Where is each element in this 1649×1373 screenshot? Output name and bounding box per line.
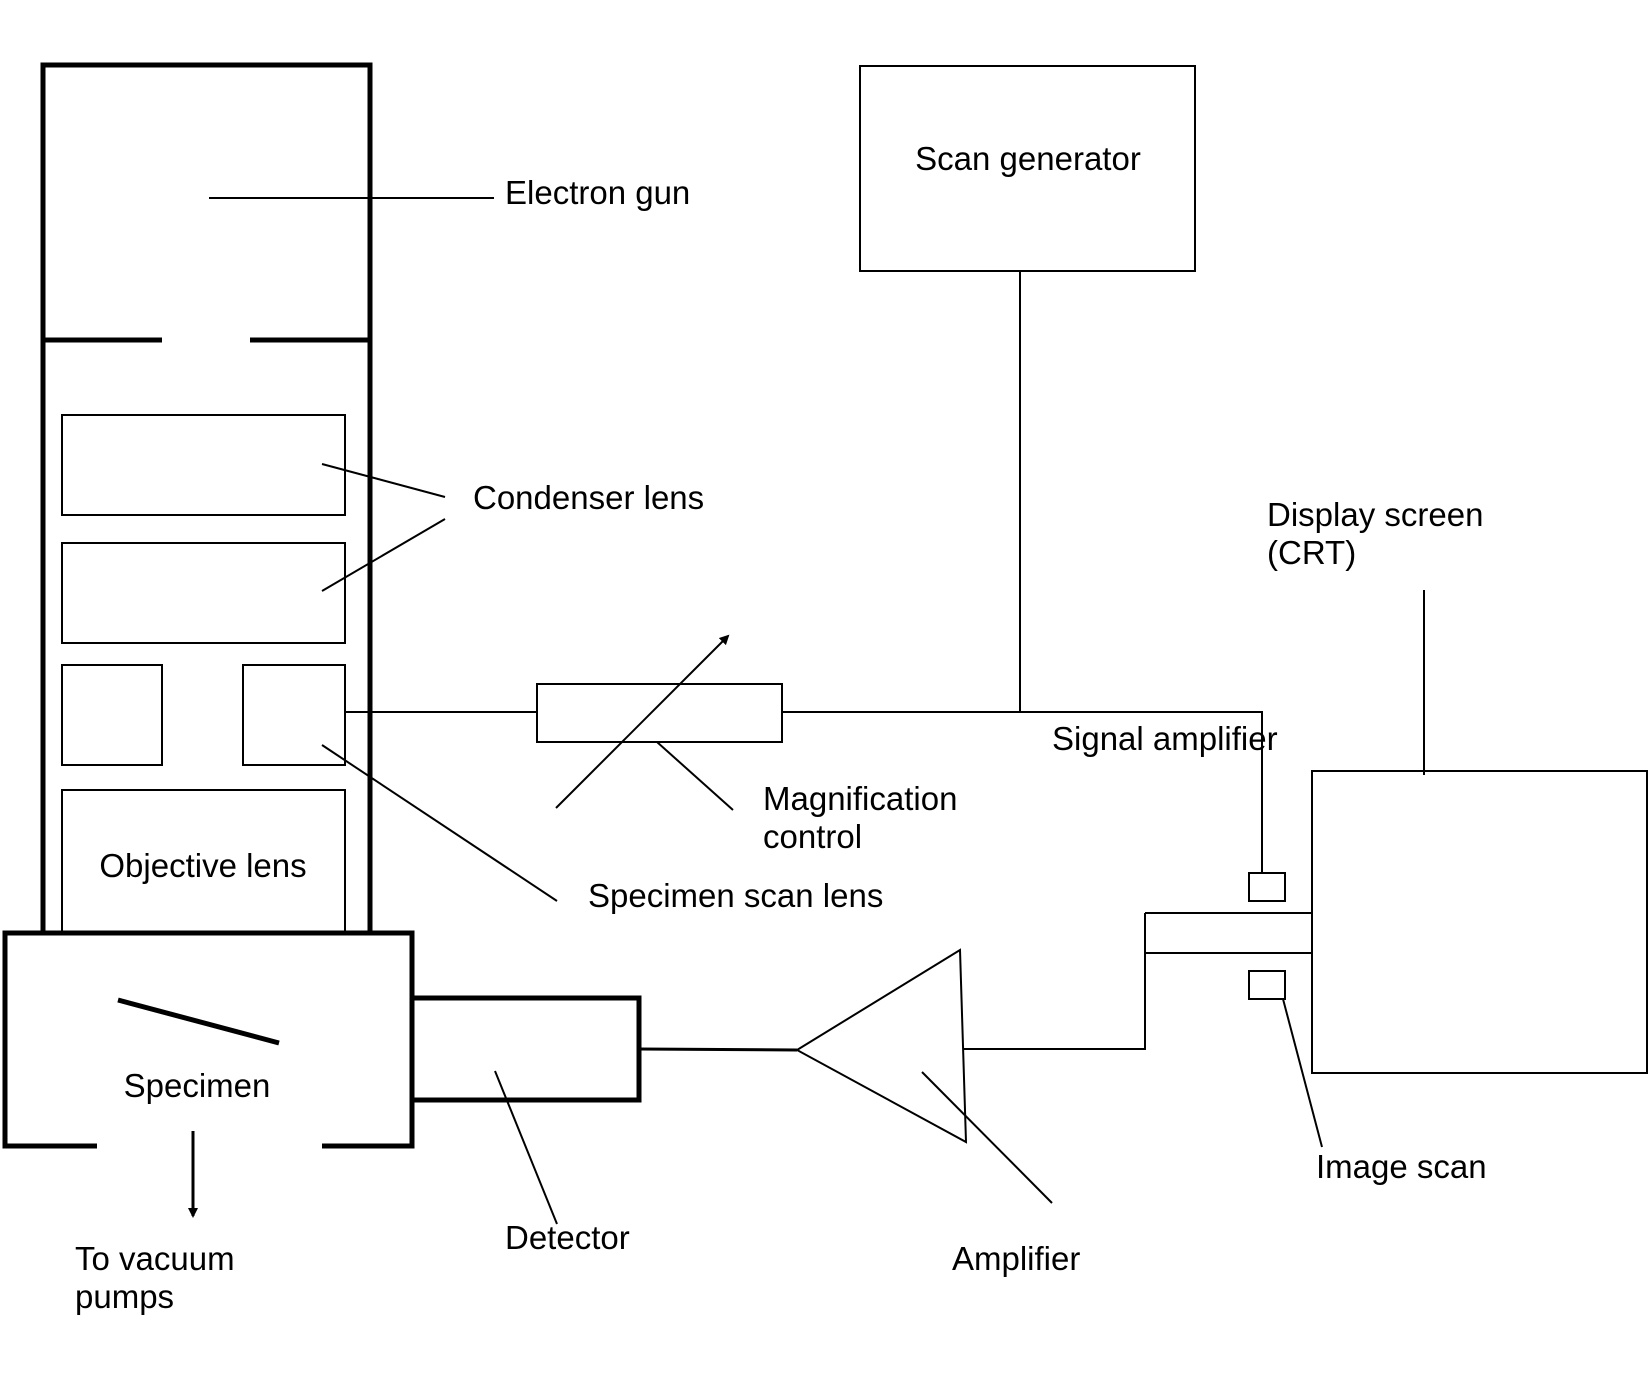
leader-condenser-lower — [321, 518, 446, 592]
magnification-control-resistor — [536, 683, 783, 743]
amplifier-triangle — [795, 948, 968, 1144]
specimen-chamber — [2, 930, 415, 1218]
scan-coil-left — [61, 664, 163, 766]
leader-lines — [209, 197, 1323, 1225]
label-specimen-scan-lens: Specimen scan lens — [588, 877, 883, 914]
objective-lens-box — [61, 789, 346, 932]
label-electron-gun: Electron gun — [505, 174, 690, 211]
magnification-variable-arrow — [555, 634, 730, 809]
condenser-lens-lower — [61, 542, 346, 644]
label-amplifier: Amplifier — [952, 1240, 1080, 1277]
label-magnification-control: Magnification — [763, 780, 957, 817]
label-vacuum-pumps-2: pumps — [75, 1278, 174, 1315]
label-specimen: Specimen — [124, 1067, 271, 1104]
label-scan-generator: Scan generator — [915, 140, 1141, 177]
display-screen-box — [1311, 770, 1648, 1074]
leader-detector — [494, 1070, 558, 1225]
chamber-wall — [2, 930, 415, 1149]
amplifier-output-wire — [963, 913, 1146, 1050]
leader-specimen-scan-lens — [321, 744, 558, 902]
specimen-stage — [117, 997, 280, 1046]
condenser-lens-upper — [61, 414, 346, 516]
column-outer-wall — [40, 62, 373, 935]
label-detector: Detector — [505, 1219, 630, 1256]
leader-magnification-control — [656, 741, 734, 811]
label-signal-amplifier: Signal amplifier — [1052, 720, 1278, 757]
scan-coil-right — [242, 664, 346, 766]
leader-condenser-upper — [321, 463, 446, 498]
image-scan-coil-upper — [1248, 872, 1286, 902]
label-objective-lens: Objective lens — [99, 847, 306, 884]
scan-generator-box — [859, 65, 1196, 272]
label-display-screen-crt: (CRT) — [1267, 534, 1356, 571]
label-image-scan: Image scan — [1316, 1148, 1487, 1185]
label-condenser-lens: Condenser lens — [473, 479, 704, 516]
label-vacuum-pumps: To vacuum — [75, 1240, 235, 1277]
leader-amplifier — [921, 1071, 1053, 1204]
detector-to-amplifier-wire — [638, 1047, 798, 1052]
electron-column — [40, 62, 373, 935]
leader-image-scan — [1282, 998, 1323, 1148]
scan-signal-wire — [782, 711, 1263, 873]
label-magnification-control-2: control — [763, 818, 862, 855]
label-display-screen: Display screen — [1267, 496, 1483, 533]
image-scan-coil-lower — [1248, 970, 1286, 1000]
detector-box — [409, 995, 642, 1103]
